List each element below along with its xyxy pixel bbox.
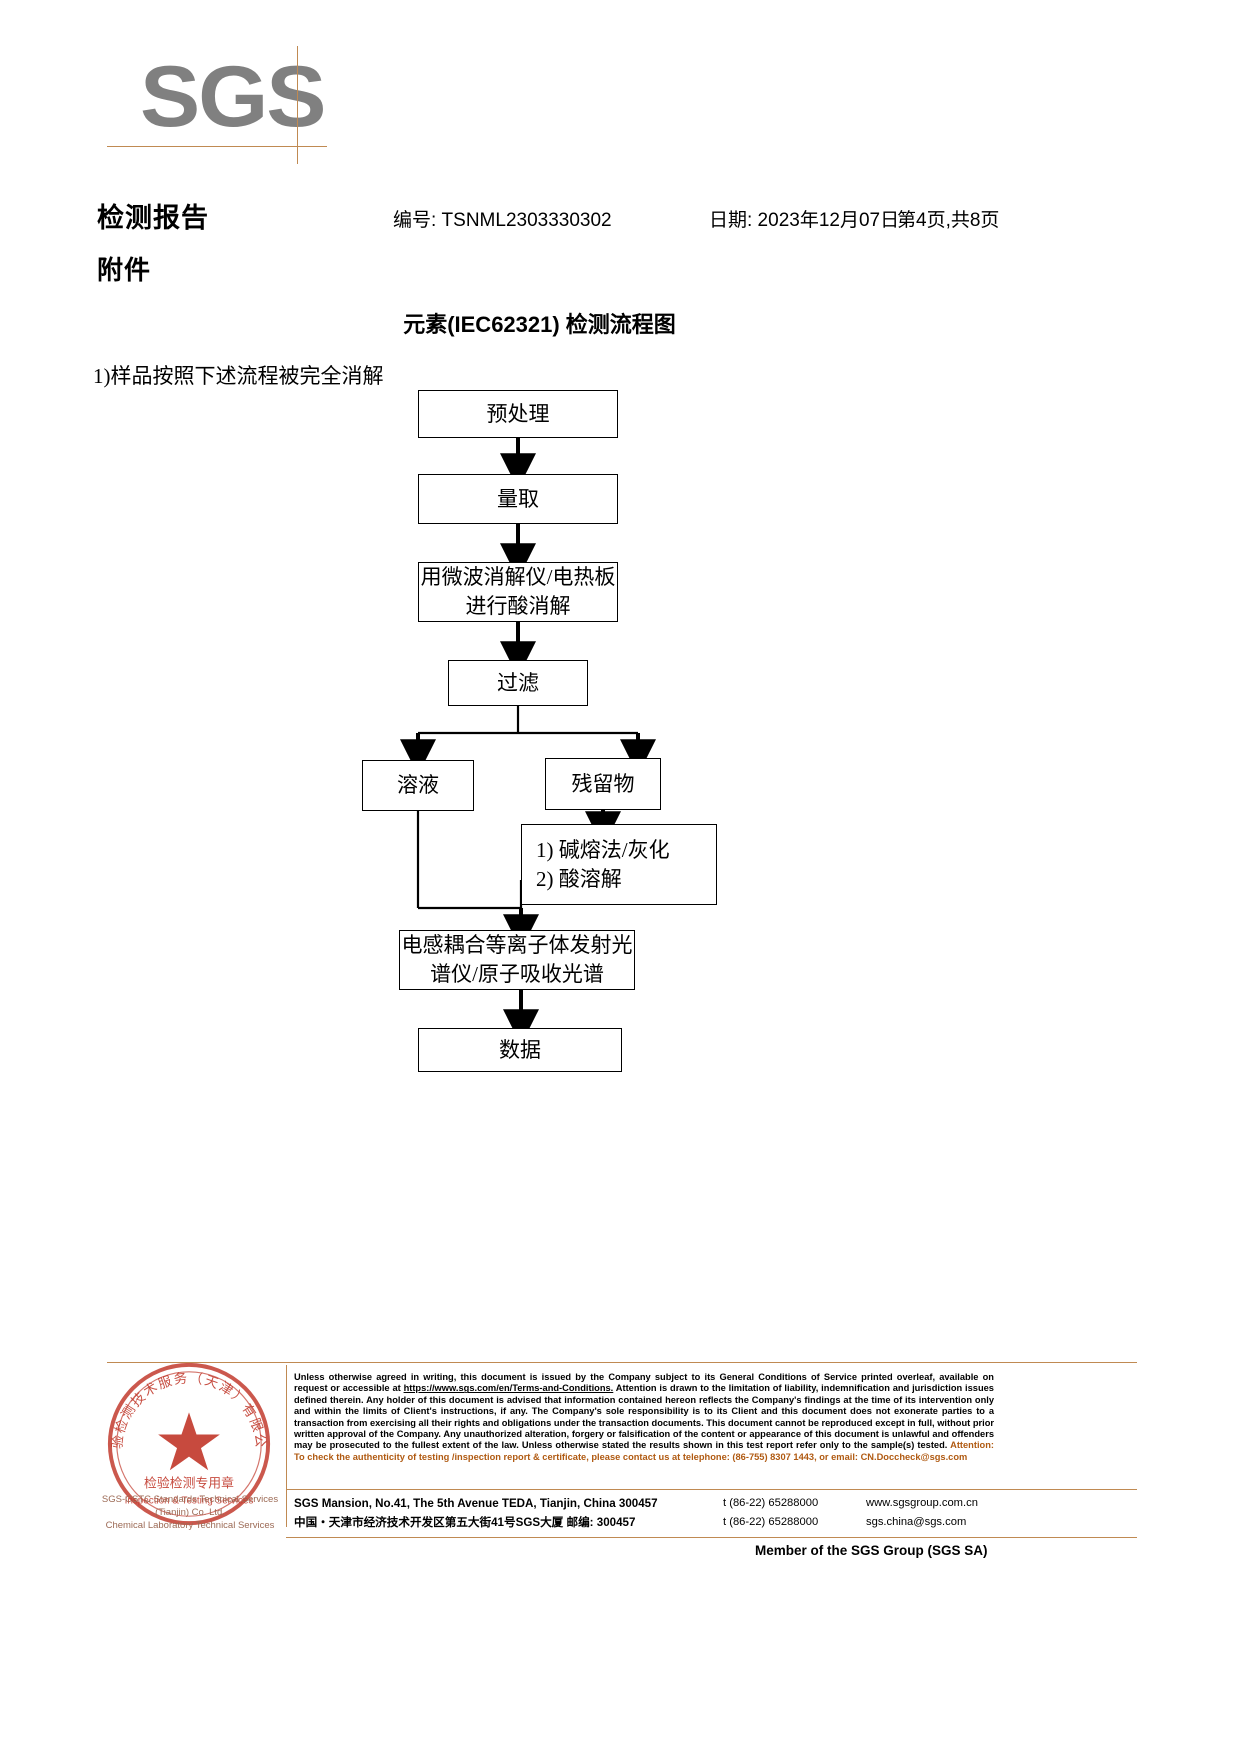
legal-part-2: Attention is drawn to the limitation of … <box>294 1383 994 1451</box>
page-indicator: 第4页,共8页 <box>897 210 1000 231</box>
address-en: SGS Mansion, No.41, The 5th Avenue TEDA,… <box>294 1497 658 1510</box>
stamp-caption: SGS-CSTC Standards Technical Services (T… <box>95 1493 285 1532</box>
flowchart-title: 元素(IEC62321) 检测流程图 <box>403 312 676 337</box>
stamp-caption-line2: Chemical Laboratory Technical Services <box>105 1520 275 1531</box>
sgs-logo-text: SGS <box>140 49 327 145</box>
flow-node-label: 过滤 <box>497 670 539 695</box>
flow-node-weigh: 量取 <box>418 474 618 524</box>
flow-node-data: 数据 <box>418 1028 622 1072</box>
flow-node-digest: 用微波消解仪/电热板 进行酸消解 <box>418 562 618 622</box>
flow-node-label: 1) 碱熔法/灰化 2) 酸溶解 <box>536 837 670 891</box>
web-email[interactable]: sgs.china@sgs.com <box>866 1516 967 1528</box>
flow-node-fusion: 1) 碱熔法/灰化 2) 酸溶解 <box>521 824 717 905</box>
footer-top-rule <box>107 1362 1137 1363</box>
logo-horizontal-rule <box>107 146 327 147</box>
web-url[interactable]: www.sgsgroup.com.cn <box>866 1497 978 1509</box>
flow-node-pretreat: 预处理 <box>418 390 618 438</box>
footer-bottom-rule <box>286 1537 1137 1538</box>
flow-node-solution: 溶液 <box>362 760 474 811</box>
official-stamp-icon: 检验检测技术服务（天津）有限公司 检验检测专用章 Inspection & Te… <box>100 1355 271 1526</box>
flowchart-intro: 1)样品按照下述流程被完全消解 <box>93 364 384 388</box>
legal-part-1: Unless otherwise agreed in writing, this… <box>294 1372 994 1394</box>
terms-link[interactable]: https://www.sgs.com/en/Terms-and-Conditi… <box>403 1383 614 1394</box>
footer-telephone: t (86-22) 65288000 t (86-22) 65288000 <box>723 1494 818 1532</box>
flow-node-residue: 残留物 <box>545 758 661 810</box>
flow-node-label: 溶液 <box>397 773 439 797</box>
footer-member-line: Member of the SGS Group (SGS SA) <box>755 1543 988 1558</box>
stamp-caption-line1: SGS-CSTC Standards Technical Services (T… <box>101 1494 279 1518</box>
tel-line-1: t (86-22) 65288000 <box>723 1497 819 1509</box>
footer-legal-text: Unless otherwise agreed in writing, this… <box>294 1372 994 1463</box>
flow-node-label: 电感耦合等离子体发射光 谱仪/原子吸收光谱 <box>401 933 633 986</box>
flow-node-filter: 过滤 <box>448 660 588 706</box>
report-number: 编号: TSNML2303330302 <box>393 210 612 231</box>
flow-node-icp: 电感耦合等离子体发射光 谱仪/原子吸收光谱 <box>399 930 635 990</box>
footer-mid-rule <box>286 1489 1137 1490</box>
flow-node-label: 量取 <box>497 486 539 511</box>
attachment-label: 附件 <box>97 256 152 285</box>
flow-node-label: 预处理 <box>486 401 550 426</box>
flow-node-label: 残留物 <box>571 771 635 796</box>
footer-address: SGS Mansion, No.41, The 5th Avenue TEDA,… <box>294 1494 658 1532</box>
tel-line-2: t (86-22) 65288000 <box>723 1516 819 1528</box>
logo-vertical-rule <box>297 46 298 164</box>
report-date: 日期: 2023年12月07日 <box>709 210 900 231</box>
address-cn: 中国・天津市经济技术开发区第五大街41号SGS大厦 邮编: 300457 <box>294 1516 636 1529</box>
sgs-logo: SGS <box>107 46 340 164</box>
footer-attention-text: Attention: To check the authenticity of … <box>294 1440 994 1462</box>
svg-text:检验检测专用章: 检验检测专用章 <box>144 1476 234 1491</box>
footer-vertical-rule <box>286 1365 287 1527</box>
footer-web: www.sgsgroup.com.cn sgs.china@sgs.com <box>866 1494 978 1532</box>
flow-node-label: 用微波消解仪/电热板 进行酸消解 <box>420 565 616 618</box>
page-title: 检测报告 <box>97 203 209 233</box>
svg-text:Inspection & Testing Services: Inspection & Testing Services <box>125 1495 254 1506</box>
flow-node-label: 数据 <box>499 1037 541 1062</box>
